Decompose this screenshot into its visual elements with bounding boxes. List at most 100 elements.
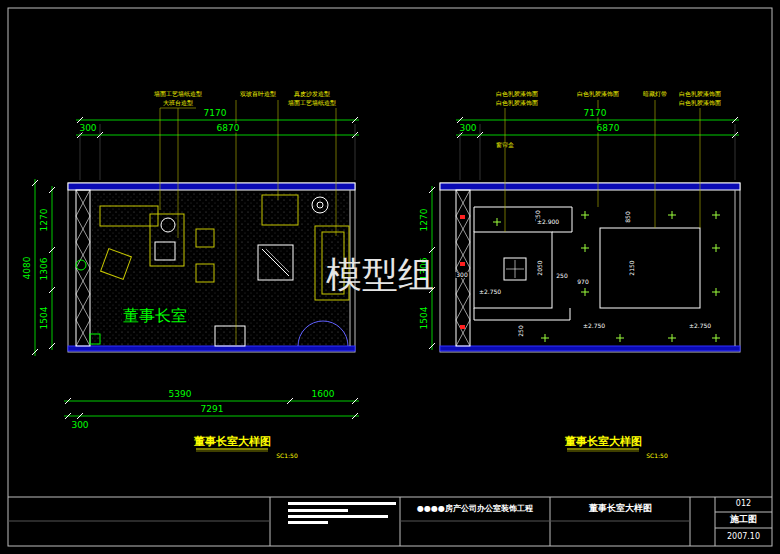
dimension-tick	[49, 287, 55, 293]
redacted-bar	[288, 515, 388, 518]
wall-line	[735, 190, 736, 346]
dimension-line	[64, 416, 359, 417]
dimension-tick	[49, 187, 55, 193]
dimension-tick	[429, 187, 435, 193]
window-hatch	[76, 320, 90, 346]
cabinet	[100, 206, 158, 226]
annotation-text: 董事长室大样图	[564, 436, 643, 447]
wall-band	[68, 346, 355, 351]
dimension-text: 850	[625, 210, 631, 223]
dimension-tick	[352, 413, 358, 419]
leader-line	[178, 108, 179, 238]
dimension-text: 970	[576, 279, 589, 285]
annotation-text: 白色乳胶漆饰面	[495, 91, 539, 97]
dimension-text: 7291	[200, 405, 225, 414]
annotation-text: 墙面工艺墙纸造型	[153, 91, 203, 97]
window-hatch	[456, 320, 470, 346]
title-block-cell: 董事长室大样图	[550, 497, 690, 521]
wall-band	[440, 183, 740, 190]
dimension-text: ±2.750	[478, 289, 502, 295]
dimension-text: 4080	[23, 256, 32, 281]
dimension-text: 300	[455, 272, 468, 278]
dimension-line	[456, 135, 739, 136]
dimension-tick	[732, 117, 738, 123]
light-symbol	[620, 334, 621, 342]
window-hatch	[456, 320, 470, 346]
window-hatch	[456, 294, 470, 320]
leader-line	[505, 108, 506, 232]
dimension-tick	[32, 349, 38, 355]
dimension-text: 1504	[420, 306, 429, 331]
room-outline	[68, 183, 355, 352]
dimension-tick	[49, 343, 55, 349]
leader-line	[700, 108, 701, 228]
window-hatch	[456, 242, 470, 268]
dimension-text: 2050	[537, 259, 543, 276]
window-hatch	[456, 294, 470, 320]
window-hatch	[76, 190, 90, 216]
title-block-text: 2007.10	[726, 533, 761, 542]
window-hatch	[76, 268, 90, 294]
dimension-text: 300	[70, 421, 89, 430]
title-block-cell: 012	[715, 497, 772, 512]
light-symbol	[497, 218, 498, 226]
leader-line	[655, 100, 656, 228]
annotation-text: 白色乳胶漆饰面	[678, 91, 722, 97]
dimension-line	[52, 186, 53, 350]
dimension-text: 250	[555, 273, 568, 279]
sheet-frame	[8, 8, 772, 546]
wall-band	[68, 183, 355, 190]
annotation-text: 白色乳胶漆饰面	[678, 100, 722, 106]
light-symbol	[585, 288, 586, 296]
coffee-table	[266, 249, 289, 272]
ceiling-panel	[600, 228, 700, 308]
dimension-line	[76, 120, 359, 121]
dimension-line	[35, 179, 36, 356]
chair	[101, 249, 132, 280]
window-wall	[456, 190, 470, 346]
dimension-tick	[49, 247, 55, 253]
light-symbol	[585, 244, 586, 252]
window-hatch	[76, 190, 90, 216]
window-hatch	[76, 216, 90, 242]
title-block-line	[715, 528, 772, 529]
title-underline	[567, 449, 639, 450]
computer	[155, 242, 175, 260]
title-block-text: 012	[735, 500, 752, 509]
window-hatch	[76, 216, 90, 242]
light-symbol	[672, 211, 673, 219]
dimension-text: 6870	[216, 124, 241, 133]
leader-line	[160, 108, 196, 109]
title-block-cell: 施工图	[715, 512, 772, 528]
annotation-text: 暗藏灯带	[642, 91, 668, 97]
ceiling-light-box	[504, 258, 526, 280]
extension-line	[355, 124, 356, 180]
window-wall	[76, 190, 90, 346]
ceiling-step	[474, 207, 572, 232]
door	[215, 326, 245, 346]
side-table	[312, 197, 328, 213]
red-mark	[460, 262, 465, 266]
room-outline	[440, 183, 740, 352]
annotation-text: 白色乳胶漆饰面	[495, 100, 539, 106]
window-hatch	[456, 190, 470, 216]
dimension-text: 1600	[311, 390, 336, 399]
dimension-tick	[429, 247, 435, 253]
light-symbol	[716, 334, 717, 342]
light-symbol	[716, 288, 717, 296]
wall-band	[440, 346, 740, 351]
watermark: 模型组	[325, 257, 435, 293]
window-hatch	[456, 268, 470, 294]
dimension-line	[76, 135, 359, 136]
coffee-table	[262, 249, 289, 276]
chair	[161, 218, 175, 232]
annotation-text: 真皮沙发造型	[293, 91, 331, 97]
extension-line	[100, 124, 101, 180]
dimension-text: 2150	[629, 259, 635, 276]
dimension-text: ±2.750	[582, 323, 606, 329]
redacted-bar	[288, 509, 348, 512]
light-symbol	[672, 334, 673, 342]
extension-line	[480, 124, 481, 180]
light-symbol	[585, 211, 586, 219]
